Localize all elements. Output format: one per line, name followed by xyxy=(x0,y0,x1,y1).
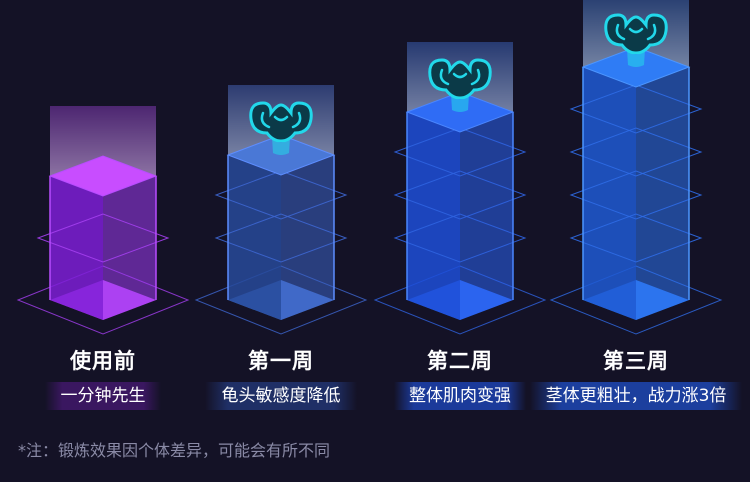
pillar-ring xyxy=(569,127,703,177)
stage-title: 第三周 xyxy=(603,349,669,373)
pillar-left-face xyxy=(228,155,281,320)
flexing-muscle-icon xyxy=(604,13,668,67)
pillar-left-face xyxy=(407,112,460,320)
pillar-ring xyxy=(36,213,170,263)
pillar-1 xyxy=(16,106,190,335)
stage-subtitle: 茎体更粗壮，战力涨3倍 xyxy=(530,382,742,410)
stage-subtitle: 一分钟先生 xyxy=(45,382,161,410)
pillar-ring xyxy=(569,170,703,220)
pillar-right-face xyxy=(281,155,334,320)
pillar-ring xyxy=(393,213,527,263)
pillar-ring xyxy=(569,84,703,134)
pillar-top xyxy=(48,155,158,197)
stage-title: 使用前 xyxy=(70,349,136,373)
stage-title: 第二周 xyxy=(427,349,493,373)
pillar-right-face xyxy=(103,176,156,320)
pillar-ring xyxy=(214,213,348,263)
stage-title: 第一周 xyxy=(248,349,314,373)
footnote: *注：锻炼效果因个体差异，可能会有所不同 xyxy=(18,441,331,460)
pillar-2 xyxy=(194,85,368,335)
pillar-ring xyxy=(393,170,527,220)
pillar-left-face xyxy=(583,67,636,320)
pillar-3 xyxy=(373,42,547,335)
pillar-right-face xyxy=(636,67,689,320)
pillar-right-face xyxy=(460,112,513,320)
stage-subtitle: 龟头敏感度降低 xyxy=(205,382,357,410)
pillar-ring xyxy=(214,170,348,220)
pillar-ring xyxy=(569,213,703,263)
pillar-left-face xyxy=(50,176,103,320)
flexing-muscle-icon xyxy=(249,101,313,155)
flexing-muscle-icon xyxy=(428,58,492,112)
pillar-ring xyxy=(393,127,527,177)
pillar-4 xyxy=(549,0,723,335)
stage-subtitle: 整体肌肉变强 xyxy=(394,382,526,410)
